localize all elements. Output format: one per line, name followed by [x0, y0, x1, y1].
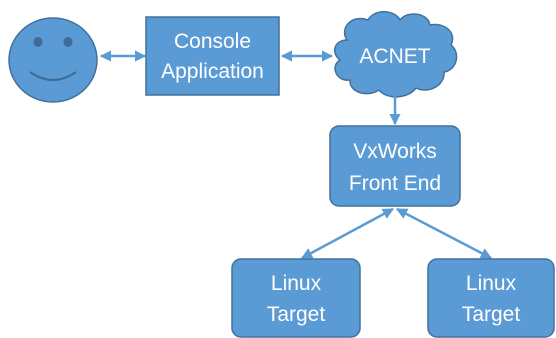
acnet-cloud: ACNET — [333, 11, 458, 98]
acnet-label: ACNET — [359, 45, 430, 68]
vxworks-front-end-box: VxWorks Front End — [329, 125, 461, 207]
linux-target-left-box: Linux Target — [231, 258, 361, 338]
linux-left-label-line2: Target — [267, 303, 326, 326]
vxworks-label-line1: VxWorks — [353, 140, 437, 163]
user-face-icon — [8, 17, 98, 103]
console-application-box: Console Application — [145, 16, 280, 96]
connector-vxworks-linux-right — [396, 207, 492, 260]
linux-right-label-line2: Target — [462, 303, 521, 326]
console-label-line1: Console — [174, 30, 251, 53]
linux-left-label-line1: Linux — [271, 272, 322, 295]
linux-target-right-box: Linux Target — [427, 258, 555, 338]
console-label-line2: Application — [161, 60, 264, 83]
vxworks-label-line2: Front End — [349, 172, 441, 195]
linux-right-label-line1: Linux — [466, 272, 517, 295]
connector-vxworks-linux-left — [301, 207, 394, 260]
